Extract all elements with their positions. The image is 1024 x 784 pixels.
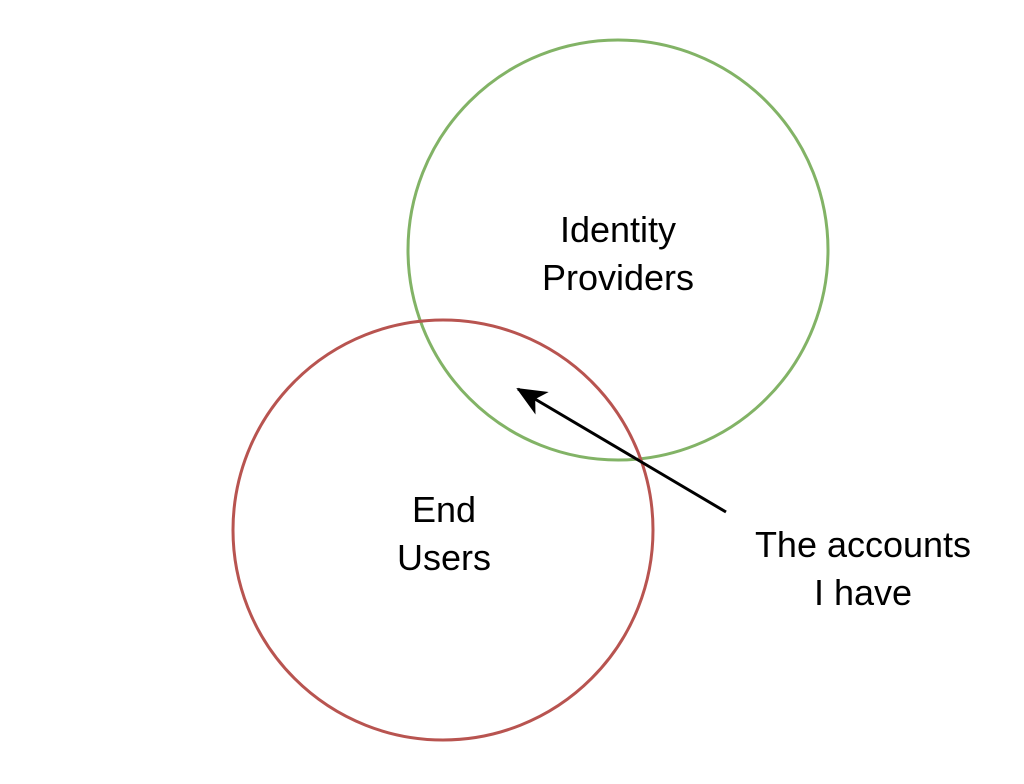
accounts-callout-label: The accounts I have [713, 521, 1013, 617]
identity-providers-label-line2: Providers [541, 257, 695, 298]
accounts-callout-line2: I have [813, 572, 913, 613]
callout-arrow [516, 387, 727, 514]
identity-providers-label-line1: Identity [559, 209, 677, 250]
end-users-circle [231, 318, 655, 742]
accounts-callout-line1: The accounts [754, 524, 972, 565]
identity-providers-label: Identity Providers [468, 206, 768, 302]
end-users-label-line1: End [411, 489, 477, 530]
identity-providers-circle [406, 38, 830, 462]
end-users-label: End Users [294, 486, 594, 582]
end-users-label-line2: Users [396, 537, 491, 578]
